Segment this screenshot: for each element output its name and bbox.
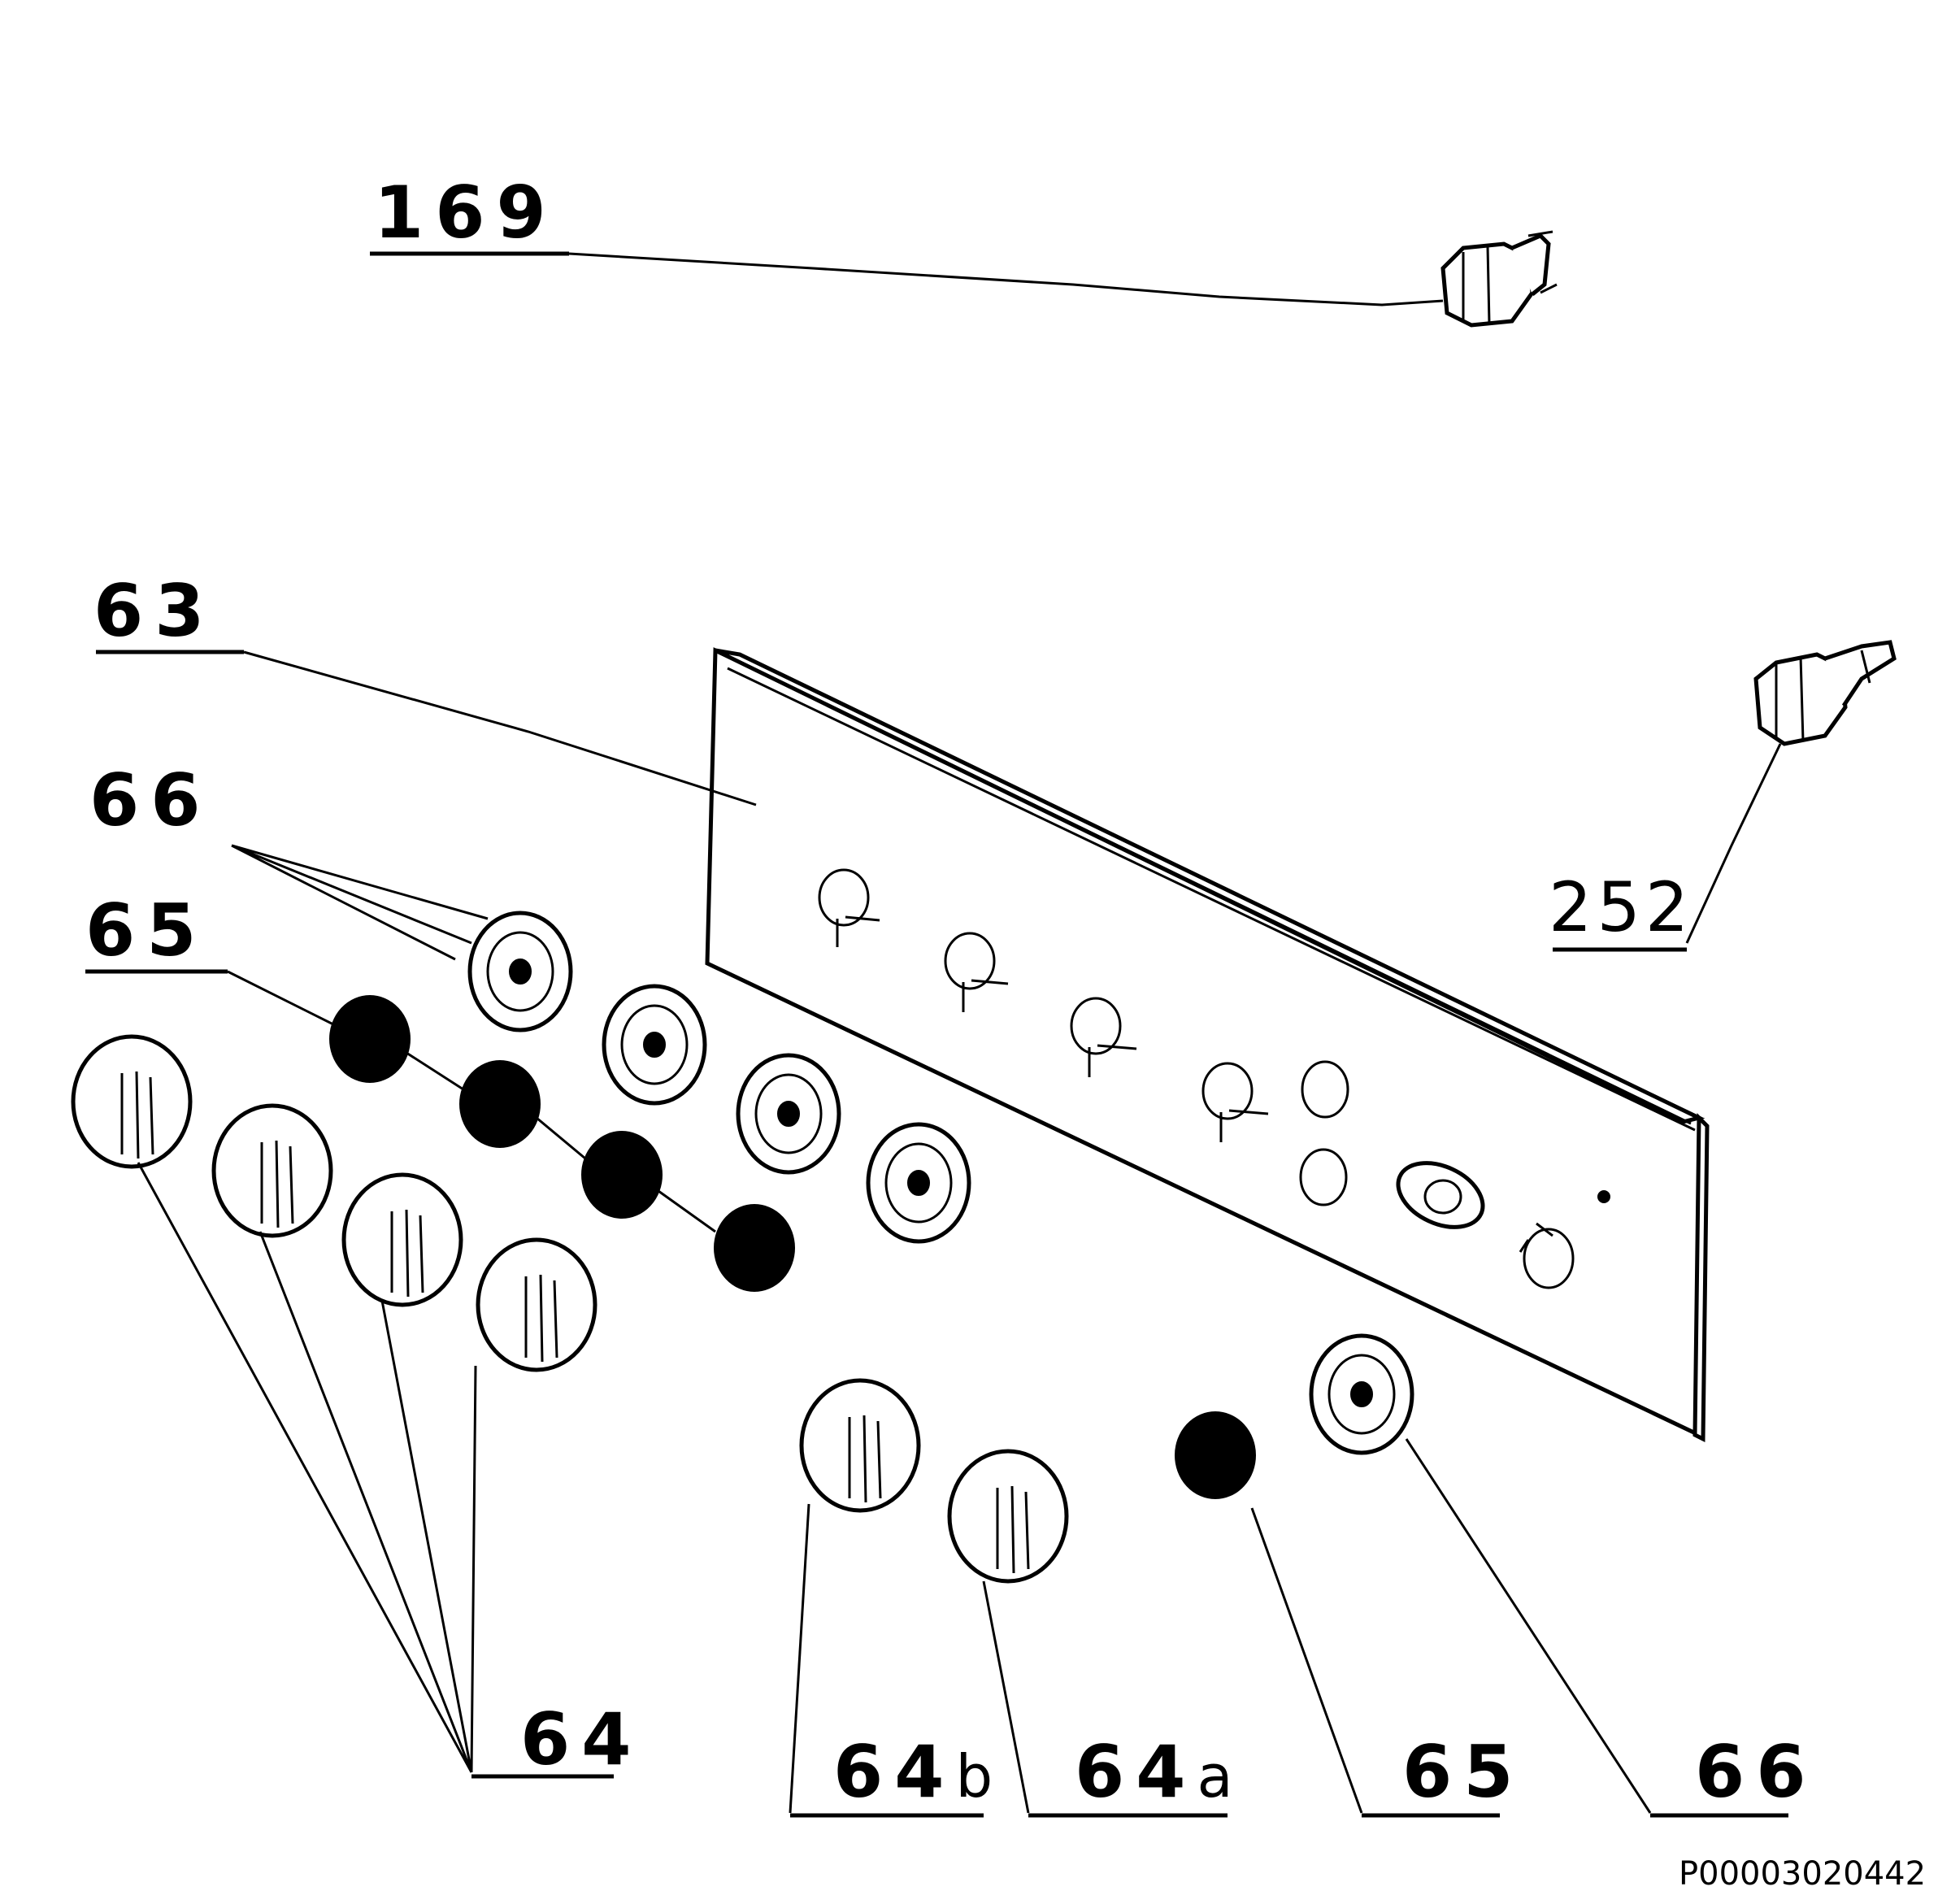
part-65-spindle-row [329,995,795,1292]
part-252-connector [1753,640,1897,746]
leader-64b [789,1503,984,1818]
spindle-cap-2 [459,1060,541,1148]
bezel-ring-4 [866,1122,971,1244]
part-64-knob-row [71,1034,597,1372]
panel-lamp-hole-lower [1299,1148,1348,1206]
bezel-ring-1 [467,911,573,1032]
leader-65-bottom [1250,1507,1500,1818]
panel-dot [1597,1190,1610,1203]
knob-2 [211,1103,333,1238]
part-64a-knob [947,1449,1069,1584]
panel-switch-hole [1396,1161,1485,1229]
leader-252 [1553,743,1782,952]
label-65-top: 65 [85,889,207,972]
part-64b-knob [799,1378,921,1513]
bezel-ring-2 [602,984,707,1106]
bezel-ring-3 [736,1053,841,1175]
leader-64 [137,1162,614,1779]
label-65-bottom: 65 [1402,1730,1524,1814]
panel-hole-4 [1201,1062,1269,1142]
label-252: 252 [1549,867,1693,947]
panel-hole-3 [1070,997,1137,1077]
knob-4 [476,1237,597,1372]
spindle-cap-3 [581,1131,663,1219]
leader-66-top [231,844,489,961]
leader-64a [982,1580,1228,1818]
panel-hole-5 [1519,1222,1575,1289]
label-169: 169 [374,171,558,254]
part-66-bezel-ring [1309,1333,1414,1455]
leader-63 [96,650,757,806]
part-169-connector [1440,230,1558,328]
leader-65-top [85,969,342,1030]
label-64b: 64b [833,1730,993,1814]
part-65-spindle-cap [1175,1411,1256,1499]
spindle-cap-1 [329,995,411,1083]
panel-hole-1 [818,868,880,947]
knob-3 [341,1172,463,1307]
part-66-bezel-row [467,911,971,1244]
leader-66-bottom [1405,1438,1788,1818]
panel-lamp-hole-upper [1301,1060,1349,1119]
label-64a: 64a [1075,1730,1233,1814]
spindle-cap-4 [714,1204,795,1292]
label-64: 64 [520,1698,642,1781]
leader-169 [370,251,1444,306]
panel-hole-2 [944,932,1009,1012]
label-66-bottom: 66 [1695,1730,1817,1814]
knob-1 [71,1034,193,1169]
label-63: 63 [93,569,215,653]
part-63-control-panel [705,647,1710,1443]
label-66-top: 66 [89,759,211,842]
drawing-code: P00003020442 [1679,1855,1926,1893]
